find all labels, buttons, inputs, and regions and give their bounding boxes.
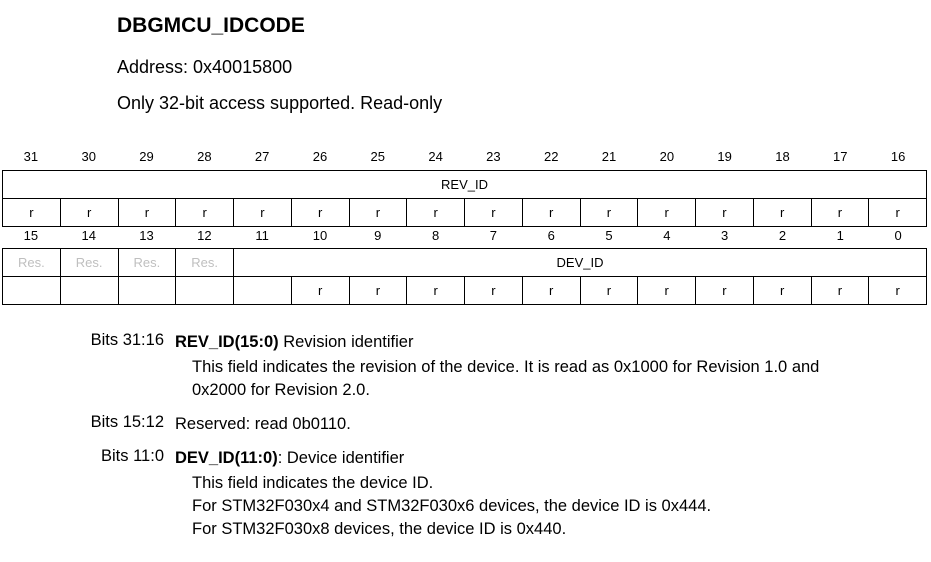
bit-number: 25 bbox=[370, 149, 386, 164]
rev-id-field: REV_ID bbox=[2, 170, 927, 199]
access-cell: r bbox=[2, 198, 61, 227]
register-address: Address: 0x40015800 bbox=[117, 57, 293, 77]
bit-number: 6 bbox=[547, 228, 555, 243]
access-cell: r bbox=[752, 276, 812, 305]
access-cell: r bbox=[175, 198, 234, 227]
access-cell bbox=[117, 276, 177, 305]
description-line: For STM32F030x8 devices, the device ID i… bbox=[192, 520, 567, 538]
bits-range-label: Bits 15:12 bbox=[90, 413, 164, 431]
bit-number: 0 bbox=[894, 228, 902, 243]
bit-number: 24 bbox=[428, 149, 443, 164]
bit-number: 3 bbox=[721, 228, 729, 243]
bit-number: 22 bbox=[543, 149, 559, 164]
description-line: This field indicates the device ID. bbox=[192, 474, 434, 492]
description-line: This field indicates the revision of the… bbox=[192, 358, 820, 376]
bit-number: 15 bbox=[23, 228, 39, 243]
field-title: : Device identifier bbox=[277, 449, 405, 467]
dev-id-field: DEV_ID bbox=[233, 248, 927, 277]
lower-register-table: Res. Res. Res. Res. DEV_ID r r r r r r r… bbox=[2, 248, 927, 305]
bit-number: 4 bbox=[663, 228, 671, 243]
access-cell: r bbox=[290, 198, 350, 227]
description-line: For STM32F030x4 and STM32F030x6 devices,… bbox=[192, 497, 712, 515]
bit-number: 19 bbox=[717, 149, 732, 164]
description-line: 0x2000 for Revision 2.0. bbox=[192, 381, 370, 399]
bit-number: 7 bbox=[489, 228, 498, 243]
access-cell: r bbox=[348, 276, 408, 305]
access-cell: r bbox=[406, 276, 465, 305]
bit-number: 31 bbox=[23, 149, 39, 164]
reserved-cell: Res. bbox=[2, 248, 61, 277]
bit-number: 10 bbox=[312, 228, 328, 243]
access-cell: r bbox=[868, 198, 927, 227]
access-cell: r bbox=[579, 198, 639, 227]
bit-number: 1 bbox=[836, 228, 844, 243]
reserved-cell: Res. bbox=[117, 248, 177, 277]
access-cell: r bbox=[521, 198, 581, 227]
bit-number: 5 bbox=[605, 228, 613, 243]
access-cell: r bbox=[810, 198, 870, 227]
register-title: DBGMCU_IDCODE bbox=[117, 14, 305, 37]
bit-number: 29 bbox=[139, 149, 154, 164]
bit-number: 18 bbox=[775, 149, 790, 164]
access-cell bbox=[2, 276, 61, 305]
lower-bit-numbers: 15 14 13 12 11 10 9 8 7 6 5 4 3 2 1 0 bbox=[2, 228, 927, 243]
reserved-description: Reserved: read 0b0110. bbox=[175, 415, 351, 433]
dev-id-heading: DEV_ID(11:0): Device identifier bbox=[175, 447, 404, 470]
access-cell: r bbox=[290, 276, 350, 305]
reserved-cell: Res. bbox=[175, 248, 234, 277]
access-cell: r bbox=[406, 198, 465, 227]
access-cell: r bbox=[695, 276, 754, 305]
access-cell bbox=[175, 276, 234, 305]
access-cell: r bbox=[59, 198, 119, 227]
bit-number: 12 bbox=[197, 228, 212, 243]
access-cell: r bbox=[637, 276, 696, 305]
access-cell: r bbox=[695, 198, 754, 227]
access-cell bbox=[233, 276, 292, 305]
dev-id-description: This field indicates the device ID. For … bbox=[192, 472, 711, 541]
bit-number: 17 bbox=[833, 149, 848, 164]
access-cell: r bbox=[233, 198, 292, 227]
upper-register-table: REV_ID r r r r r r r r r r r r r r r r bbox=[2, 170, 927, 227]
bit-number: 2 bbox=[778, 228, 787, 243]
bits-range-label: Bits 31:16 bbox=[90, 331, 164, 349]
field-name: REV_ID(15:0) bbox=[175, 333, 279, 351]
bits-range-label: Bits 11:0 bbox=[101, 447, 164, 465]
bit-number: 11 bbox=[255, 228, 269, 243]
access-cell: r bbox=[579, 276, 639, 305]
field-name: DEV_ID(11:0) bbox=[175, 449, 278, 467]
bit-number: 14 bbox=[81, 228, 96, 243]
bit-number: 21 bbox=[601, 149, 617, 164]
access-cell: r bbox=[117, 198, 177, 227]
bit-number: 20 bbox=[659, 149, 675, 164]
bit-number: 30 bbox=[81, 149, 96, 164]
bit-number: 23 bbox=[486, 149, 501, 164]
register-access-note: Only 32-bit access supported. Read-only bbox=[117, 93, 443, 113]
bit-number: 9 bbox=[374, 228, 382, 243]
field-title: Revision identifier bbox=[278, 333, 414, 351]
access-cell: r bbox=[464, 198, 523, 227]
bit-number: 16 bbox=[890, 149, 906, 164]
bit-number: 27 bbox=[254, 149, 270, 164]
upper-access-row: r r r r r r r r r r r r r r r r bbox=[2, 198, 927, 227]
access-cell: r bbox=[752, 198, 812, 227]
upper-bit-numbers: 31 30 29 28 27 26 25 24 23 22 21 20 19 1… bbox=[2, 149, 927, 164]
rev-id-description: This field indicates the revision of the… bbox=[192, 356, 819, 402]
access-cell: r bbox=[637, 198, 696, 227]
bit-number: 26 bbox=[312, 149, 328, 164]
access-cell bbox=[59, 276, 119, 305]
bit-number: 28 bbox=[197, 149, 212, 164]
lower-access-row: r r r r r r r r r r r bbox=[2, 276, 927, 305]
access-cell: r bbox=[868, 276, 927, 305]
bit-number: 13 bbox=[139, 228, 154, 243]
access-cell: r bbox=[521, 276, 581, 305]
bit-number: 8 bbox=[431, 228, 440, 243]
reserved-cell: Res. bbox=[59, 248, 119, 277]
access-cell: r bbox=[810, 276, 870, 305]
access-cell: r bbox=[464, 276, 523, 305]
access-cell: r bbox=[348, 198, 408, 227]
rev-id-heading: REV_ID(15:0) Revision identifier bbox=[175, 331, 413, 354]
